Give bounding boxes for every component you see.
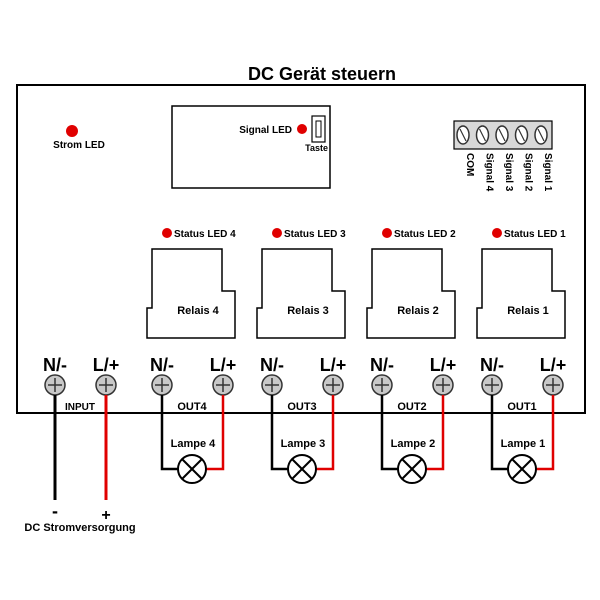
lamp-wire-positive xyxy=(426,395,445,471)
learn-button-knob xyxy=(315,120,322,138)
signal-pin-slot xyxy=(459,128,467,142)
output-pos-terminal xyxy=(212,374,234,396)
signal-pin-5: Signal 1 xyxy=(534,125,553,192)
output-label: OUT1 xyxy=(507,401,536,413)
output-neg-terminal xyxy=(151,374,173,396)
lamp-cross-b xyxy=(401,458,423,480)
status-led xyxy=(272,228,282,238)
signal-pin-slot xyxy=(517,128,526,142)
output-pos-label: L/+ xyxy=(320,355,347,375)
output-neg-label: N/- xyxy=(150,355,174,375)
status-led-label: Status LED 3 xyxy=(284,229,346,240)
power-led xyxy=(66,125,78,137)
signal-led xyxy=(297,124,307,134)
signal-led-label: Signal LED xyxy=(239,125,292,136)
lamp-wire-negative xyxy=(160,395,178,471)
status-led-label: Status LED 4 xyxy=(174,229,236,240)
output-pos-label: L/+ xyxy=(430,355,457,375)
receiver-module xyxy=(171,105,331,189)
relay xyxy=(366,248,456,339)
signal-pin-label: Signal 1 xyxy=(542,153,553,192)
diagram-title: DC Gerät steuern xyxy=(248,64,396,84)
output-pos-label: L/+ xyxy=(540,355,567,375)
lamp-label: Lampe 2 xyxy=(391,438,436,450)
output-neg-terminal xyxy=(371,374,393,396)
button-label: Taste xyxy=(305,143,328,153)
signal-pin-label: Signal 4 xyxy=(484,153,495,192)
signal-pin-slot xyxy=(478,128,487,142)
input-pos-terminal xyxy=(95,374,117,396)
lamp-wire-positive xyxy=(536,395,555,471)
lamp-cross-b xyxy=(181,458,203,480)
output-neg-terminal xyxy=(481,374,503,396)
output-pos-terminal xyxy=(322,374,344,396)
output-pos-label: L/+ xyxy=(210,355,237,375)
lamp-wire-negative xyxy=(490,395,508,471)
signal-pin-4: Signal 2 xyxy=(514,125,534,192)
lamp-label: Lampe 1 xyxy=(501,438,546,450)
output-pos-terminal xyxy=(432,374,454,396)
signal-pin-label: COM xyxy=(464,153,475,176)
signal-pin-1: COM xyxy=(456,125,475,176)
output-label: OUT3 xyxy=(287,401,316,413)
input-label: INPUT xyxy=(65,402,95,413)
output-neg-terminal xyxy=(261,374,283,396)
relay-label: Relais 2 xyxy=(397,305,439,317)
status-led xyxy=(162,228,172,238)
status-led xyxy=(492,228,502,238)
signal-pin-label: Signal 2 xyxy=(523,153,534,192)
status-led-label: Status LED 2 xyxy=(394,229,456,240)
lamp-label: Lampe 3 xyxy=(281,438,326,450)
input-terminals: N/- L/+ xyxy=(43,355,120,396)
input-pos-label: L/+ xyxy=(93,355,120,375)
signal-pins: COM Signal 4 Signal 3 Signal 2 Signal 1 xyxy=(456,125,553,192)
status-led xyxy=(382,228,392,238)
output-pos-terminal xyxy=(542,374,564,396)
lamp-wire-positive xyxy=(206,395,225,471)
lamp-cross-b xyxy=(291,458,313,480)
relay xyxy=(476,248,566,339)
signal-pin-slot xyxy=(498,128,506,142)
signal-pin-label: Signal 3 xyxy=(503,153,514,192)
output-neg-label: N/- xyxy=(370,355,394,375)
signal-pin-slot xyxy=(537,128,545,142)
lamp-cross-b xyxy=(511,458,533,480)
status-led-label: Status LED 1 xyxy=(504,229,566,240)
relay xyxy=(256,248,346,339)
output-neg-label: N/- xyxy=(480,355,504,375)
supply-plus: + xyxy=(101,507,110,524)
supply-minus: - xyxy=(52,501,58,521)
signal-pin-2: Signal 4 xyxy=(475,125,495,192)
lamp-wire-negative xyxy=(270,395,288,471)
relay-label: Relais 4 xyxy=(177,305,219,317)
lamp-wire-negative xyxy=(380,395,398,471)
input-neg-terminal xyxy=(44,374,66,396)
output-label: OUT2 xyxy=(397,401,426,413)
power-supply-label: DC Stromversorgung xyxy=(24,522,135,534)
input-neg-label: N/- xyxy=(43,355,67,375)
relay-label: Relais 3 xyxy=(287,305,329,317)
output-neg-label: N/- xyxy=(260,355,284,375)
relay-label: Relais 1 xyxy=(507,305,549,317)
signal-pin-3: Signal 3 xyxy=(495,125,514,192)
lamp-wire-positive xyxy=(316,395,335,471)
relay xyxy=(146,248,236,339)
output-label: OUT4 xyxy=(177,401,207,413)
power-led-label: Strom LED xyxy=(53,140,105,151)
lamp-label: Lampe 4 xyxy=(171,438,217,450)
